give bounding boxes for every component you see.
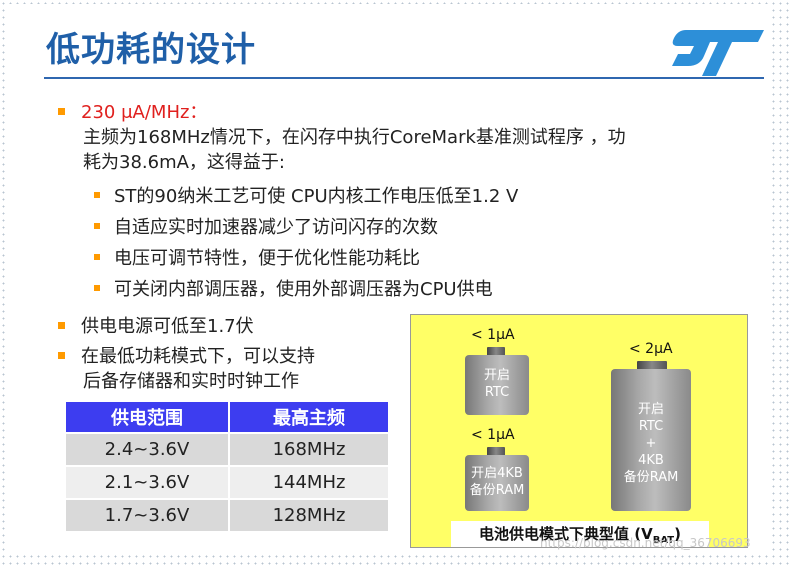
table-cell: 128MHz (230, 500, 390, 531)
bullet-line: 主频为168MHz情况下，在闪存中执行CoreMark基准测试程序 ，功 (83, 127, 626, 148)
bullet-marker (94, 192, 100, 198)
sub-bullet: 可关闭内部调压器，使用外部调压器为CPU供电 (94, 277, 493, 302)
bullet-230ua: 230 μA/MHz： 主频为168MHz情况下，在闪存中执行CoreMark基… (58, 100, 748, 175)
battery-terminal (487, 347, 505, 356)
bullet-low-power-mode: 在最低功耗模式下，可以支持 后备存储器和实时时钟工作 (58, 344, 315, 394)
table-cell: 2.4~3.6V (66, 434, 230, 465)
bullet-voltage: 供电电源可低至1.7伏 (58, 314, 254, 339)
sub-bullet: 自适应实时加速器减少了访问闪存的次数 (94, 215, 438, 240)
bullet-line: 耗为38.6mA，这得益于: (83, 152, 285, 173)
table-row: 1.7~3.6V 128MHz (66, 500, 390, 531)
bullet-marker (94, 254, 100, 260)
slide: 低功耗的设计 230 μA/MHz： 主频为168MHz情况下，在闪存中执行Co… (8, 4, 768, 554)
battery-terminal (487, 447, 505, 456)
table-cell: 144MHz (230, 467, 390, 498)
table-header: 供电范围 (66, 402, 230, 432)
page-title: 低功耗的设计 (46, 30, 256, 70)
title-divider (44, 77, 764, 79)
current-label: < 2μA (629, 341, 673, 357)
bullet-marker (58, 107, 65, 115)
battery-terminal (637, 361, 667, 370)
sub-bullet: ST的90纳米工艺可使 CPU内核工作电压低至1.2 V (94, 184, 518, 209)
table-header: 最高主频 (230, 402, 390, 432)
table-row: 2.1~3.6V 144MHz (66, 467, 390, 498)
bullet-marker (58, 351, 65, 359)
bullet-marker (94, 223, 100, 229)
current-label: < 1μA (471, 427, 515, 443)
battery-ram: 开启4KB 备份RAM (465, 455, 529, 511)
table-cell: 1.7~3.6V (66, 500, 230, 531)
table-row: 2.4~3.6V 168MHz (66, 434, 390, 465)
bullet-head: 230 μA/MHz： (81, 102, 208, 123)
table-header-row: 供电范围 最高主频 (66, 402, 390, 432)
sub-bullet: 电压可调节特性，便于优化性能功耗比 (94, 246, 420, 271)
table-cell: 2.1~3.6V (66, 467, 230, 498)
frequency-table: 供电范围 最高主频 2.4~3.6V 168MHz 2.1~3.6V 144MH… (66, 400, 390, 533)
bullet-marker (94, 285, 100, 291)
panel-caption: 电池供电模式下典型值 (VBAT) (451, 521, 709, 547)
battery-mode-panel: < 1μA 开启 RTC < 1μA 开启4KB 备份RAM < 2μA 开启 … (410, 314, 748, 548)
current-label: < 1μA (471, 327, 515, 343)
st-logo-icon (672, 30, 764, 76)
bullet-marker (58, 321, 65, 329)
watermark: https://blog.csdn.net/qq_36706693 (540, 536, 751, 550)
table-cell: 168MHz (230, 434, 390, 465)
battery-rtc-ram: 开启 RTC + 4KB 备份RAM (611, 369, 691, 511)
battery-rtc: 开启 RTC (465, 355, 529, 415)
